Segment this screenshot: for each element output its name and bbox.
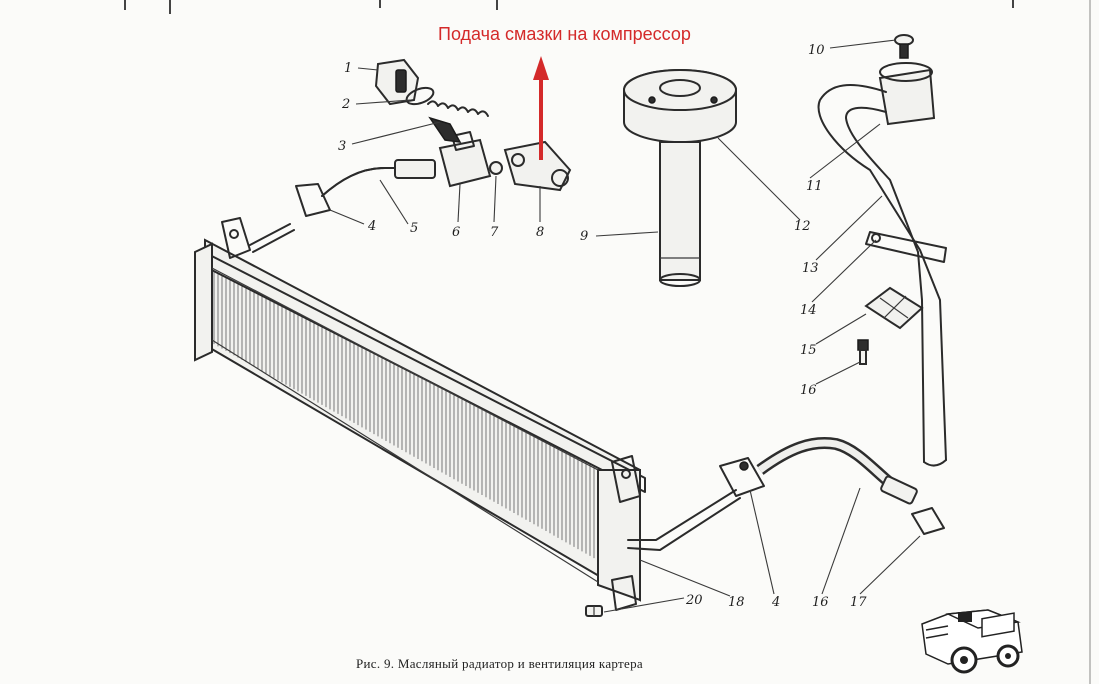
- callout-18: 18: [728, 595, 745, 610]
- upper-fittings: [295, 58, 572, 217]
- callout-4-lower: 4: [771, 595, 780, 610]
- lower-hose-assembly: [585, 437, 945, 617]
- callout-1: 1: [344, 61, 352, 76]
- truck-sketch-icon: [921, 609, 1023, 674]
- tee-part-6: [438, 138, 492, 188]
- valve-body-part-11: [878, 68, 936, 126]
- callout-15: 15: [800, 343, 817, 358]
- callout-10: 10: [808, 43, 825, 58]
- callout-13: 13: [802, 261, 819, 276]
- callout-9: 9: [580, 229, 588, 244]
- clamp-part-17: [911, 507, 945, 535]
- callout-12: 12: [794, 219, 811, 234]
- callout-14: 14: [800, 303, 817, 318]
- callout-16-upper: 16: [800, 383, 817, 398]
- strap-part-14: [865, 231, 947, 263]
- clamp-part-4-lower: [719, 457, 765, 497]
- radiator-fins: [213, 270, 595, 559]
- callout-4-upper: 4: [367, 219, 376, 234]
- breather-assembly: [623, 69, 737, 287]
- page-edge-marks: [124, 0, 1091, 684]
- callout-2: 2: [341, 97, 350, 112]
- leader-lines: [329, 39, 921, 613]
- callout-16-lower: 16: [812, 595, 829, 610]
- lubrication-annotation: Подача смазки на компрессор: [438, 24, 691, 160]
- annotation-text: Подача смазки на компрессор: [438, 24, 691, 44]
- figure-caption: Рис. 9. Масляный радиатор и вентиляция к…: [356, 656, 643, 671]
- ball-part-7: [489, 161, 503, 175]
- callout-20: 20: [685, 593, 703, 608]
- callout-3: 3: [338, 139, 346, 154]
- red-arrow-up-icon: [533, 56, 549, 160]
- washer-part-2: [405, 86, 435, 106]
- clamp-part-4-upper: [295, 183, 331, 217]
- callout-17: 17: [850, 595, 867, 610]
- callouts: 1 2 3 4 5 6 7 8 9 10 11 12 13 14 15 16 2…: [338, 43, 867, 610]
- ventilation-pipe: [817, 34, 947, 467]
- spring-part-3: [427, 100, 489, 117]
- bolt-part-16: [857, 339, 869, 351]
- callout-6: 6: [452, 225, 460, 240]
- breather-tube-part-9: [659, 141, 701, 281]
- callout-5: 5: [410, 221, 418, 236]
- hose-part-16: [756, 437, 906, 498]
- callout-8: 8: [536, 225, 544, 240]
- callout-11: 11: [806, 179, 823, 194]
- oil-radiator: [194, 217, 646, 611]
- callout-7: 7: [490, 225, 499, 240]
